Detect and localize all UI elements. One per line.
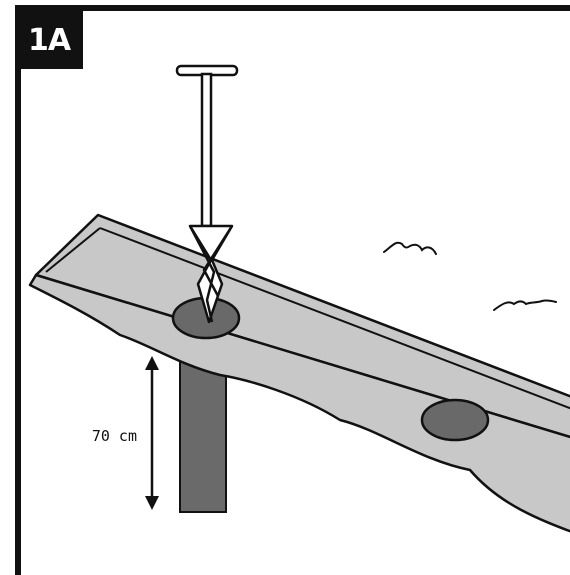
arrow-down-icon [145,496,159,510]
auger-shaft [200,72,213,228]
auger-blade-twist [188,225,216,323]
step-badge: 1A [15,5,83,69]
arrow-up-icon [145,356,159,370]
ground-top-surface [34,213,570,439]
ground-front-face [28,273,570,533]
bird-icon [493,299,557,311]
ground-edge-line [99,227,570,410]
auger-blade-twist-2 [202,225,234,297]
ground-edge-corner [45,227,101,273]
measurement-label: 70 cm [92,427,137,445]
step-badge-background [15,5,83,69]
ground-section [28,213,570,533]
bird-icon [383,241,437,255]
depth-measurement: 70 cm [92,356,159,510]
hole-second [420,398,490,442]
step-badge-label: 1A [28,23,72,58]
earth-auger-icon [175,64,239,324]
